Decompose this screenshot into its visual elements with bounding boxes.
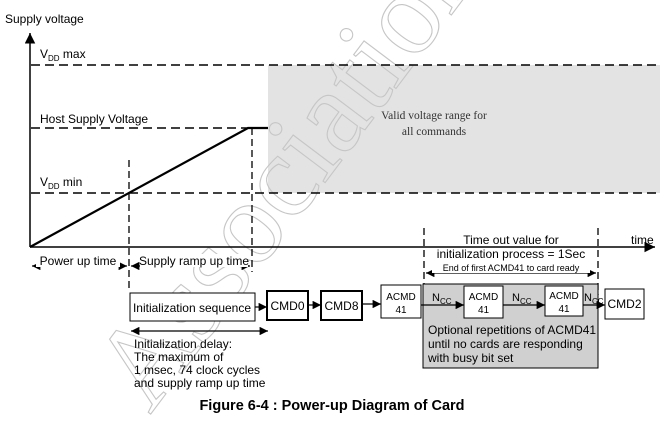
cmd0-label: CMD0 xyxy=(270,299,304,313)
valid-voltage-region xyxy=(268,65,660,193)
x-axis-label: time xyxy=(631,233,654,247)
cmd8-box xyxy=(320,290,363,321)
vdd-max-label: VDD max xyxy=(40,47,86,63)
figure-caption: Figure 6-4 : Power-up Diagram of Card xyxy=(199,398,465,414)
acmd41-second-box xyxy=(463,285,504,319)
cmd2-box xyxy=(604,288,645,320)
timeout-line2: initialization process = 1Sec xyxy=(437,247,585,261)
acmd41-third-line1: ACMD xyxy=(549,291,578,302)
optional-line1: Optional repetitions of ACMD41 xyxy=(428,323,596,337)
ncc-label-2: NCC xyxy=(512,292,532,306)
cmd2-label: CMD2 xyxy=(607,297,641,311)
power-up-label: Power up time xyxy=(40,254,117,268)
init-sequence-label: Initialization sequence xyxy=(133,301,251,315)
acmd41-second-line2: 41 xyxy=(478,305,490,316)
acmd41-third-box xyxy=(544,285,584,317)
acmd41-first-line2: 41 xyxy=(395,305,407,316)
y-axis-label: Supply voltage xyxy=(5,12,84,26)
valid-range-line2: all commands xyxy=(402,126,467,138)
host-supply-label: Host Supply Voltage xyxy=(40,112,148,126)
timeout-line3: End of first ACMD41 to card ready xyxy=(443,263,580,273)
timeout-line1: Time out value for xyxy=(463,233,559,247)
init-delay-line1: Initialization delay: xyxy=(134,337,232,351)
init-delay-line2: The maximum of xyxy=(134,350,224,364)
valid-range-line1: Valid voltage range for xyxy=(381,110,487,122)
optional-line2: until no cards are responding xyxy=(428,337,583,351)
optional-line3: with busy bit set xyxy=(427,351,514,365)
init-delay-line3: 1 msec, 74 clock cycles xyxy=(134,363,260,377)
init-delay-line4: and supply ramp up time xyxy=(134,376,266,390)
cmd8-label: CMD8 xyxy=(324,299,358,313)
init-sequence-box xyxy=(129,292,256,322)
vdd-min-label: VDD min xyxy=(40,175,82,191)
acmd41-second-line1: ACMD xyxy=(469,292,498,303)
acmd41-first-line1: ACMD xyxy=(386,292,415,303)
supply-voltage-ramp xyxy=(29,126,268,248)
supply-ramp-label: Supply ramp up time xyxy=(139,254,249,268)
ncc-label-1: NCC xyxy=(432,292,452,306)
acmd41-first-box xyxy=(380,284,422,319)
acmd41-third-line2: 41 xyxy=(558,304,570,315)
ncc-label-3: NCC xyxy=(584,292,604,306)
